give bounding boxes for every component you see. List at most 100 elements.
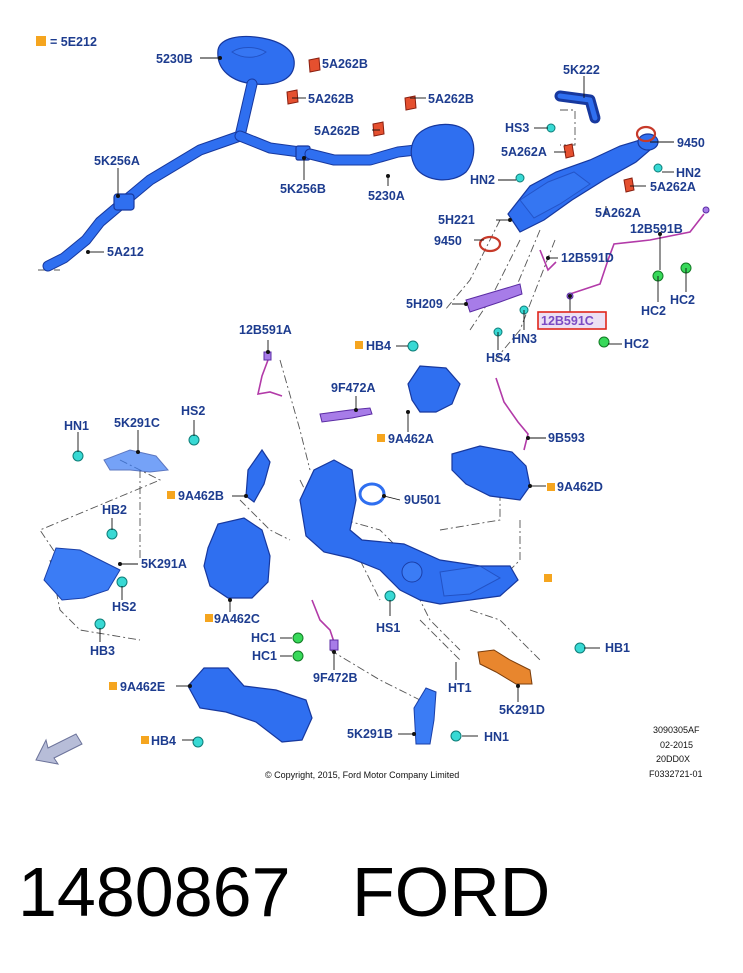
- gaskets-9450: [478, 125, 657, 253]
- hanger-5A262B-3: [404, 95, 417, 111]
- leader-dots: [86, 56, 662, 736]
- label-HT1: HT1: [448, 681, 472, 695]
- doc-figure: F0332721-01: [649, 769, 703, 779]
- sensor-9F472A: [319, 407, 373, 423]
- label-5H221: 5H221: [438, 213, 475, 227]
- leader-lines: [77, 57, 687, 741]
- heat-shield-9A462B: [245, 448, 271, 503]
- front-direction-arrow: [35, 733, 83, 765]
- label-12B591C: 12B591C: [541, 314, 594, 328]
- bracket-5K291A: [43, 547, 121, 601]
- label-9A462A: 9A462A: [388, 432, 434, 446]
- label-5H209: 5H209: [406, 297, 443, 311]
- heat-shield-9A462A: [407, 365, 461, 413]
- label-5K291C: 5K291C: [114, 416, 160, 430]
- ring-9U501: [358, 482, 386, 506]
- callout-labels: 5230B 5A262B 5A262B 5A262B 5A262B 5K222 …: [64, 52, 705, 748]
- bracket-5K291C: [103, 449, 169, 473]
- pipe-clamp-5K256A: [113, 193, 135, 211]
- label-HB4-2: HB4: [151, 734, 176, 748]
- label-5K291B: 5K291B: [347, 727, 393, 741]
- label-5K256B: 5K256B: [280, 182, 326, 196]
- heat-shield-9A462E: [187, 667, 313, 743]
- label-HN2-1: HN2: [676, 166, 701, 180]
- label-HC1-1: HC1: [251, 631, 276, 645]
- gasket-5K291D: [477, 649, 533, 685]
- brand-name: FORD: [352, 853, 551, 931]
- cyan-fasteners-mid: [72, 434, 586, 748]
- hanger-5A262B-1: [308, 57, 321, 73]
- document-info: 3090305AF 02-2015 20DD0X F0332721-01: [649, 725, 703, 779]
- label-5K291D: 5K291D: [499, 703, 545, 717]
- dpf-assembly-5H221: [507, 90, 659, 233]
- orange-markers: [109, 341, 555, 744]
- label-5A262A-3: 5A262A: [595, 206, 641, 220]
- label-HS2-1: HS2: [181, 404, 205, 418]
- label-HB3: HB3: [90, 644, 115, 658]
- label-HN3: HN3: [512, 332, 537, 346]
- copyright-text: © Copyright, 2015, Ford Motor Company Li…: [265, 770, 459, 780]
- sensor-9F472B: [311, 599, 339, 651]
- legend-text: = 5E212: [50, 35, 97, 49]
- label-HN1-2: HN1: [484, 730, 509, 744]
- label-5230A: 5230A: [368, 189, 405, 203]
- label-HS3: HS3: [505, 121, 529, 135]
- bracket-5K291B: [413, 687, 437, 745]
- label-5K291A: 5K291A: [141, 557, 187, 571]
- label-HB1: HB1: [605, 641, 630, 655]
- heat-shield-9A462C: [203, 517, 271, 599]
- doc-model: 20DD0X: [656, 754, 690, 764]
- label-9450-2: 9450: [434, 234, 462, 248]
- label-HS4: HS4: [486, 351, 510, 365]
- label-9F472A: 9F472A: [331, 381, 375, 395]
- label-HB2: HB2: [102, 503, 127, 517]
- label-5A262B-4: 5A262B: [314, 124, 360, 138]
- sensor-12B591A: [256, 351, 283, 397]
- label-5K222: 5K222: [563, 63, 600, 77]
- bolt-HB4-1: [407, 340, 419, 352]
- label-5A262B-3: 5A262B: [428, 92, 474, 106]
- part-number: 1480867: [18, 853, 291, 931]
- rear-pipe-5K256A: [42, 78, 311, 272]
- bracket-5H209: [465, 283, 523, 313]
- label-5K256A: 5K256A: [94, 154, 140, 168]
- label-5A262A-1: 5A262A: [501, 145, 547, 159]
- legend-swatch: [36, 36, 46, 46]
- hanger-5A262A-2: [623, 177, 635, 193]
- hanger-5A262B-2: [286, 89, 299, 105]
- cyan-fasteners-top: [493, 123, 663, 337]
- rubber-hangers: [286, 57, 635, 193]
- label-5A262B-2: 5A262B: [308, 92, 354, 106]
- label-9A462C: 9A462C: [214, 612, 260, 626]
- label-9A462B: 9A462B: [178, 489, 224, 503]
- label-5A262B-1: 5A262B: [322, 57, 368, 71]
- label-9F472B: 9F472B: [313, 671, 357, 685]
- label-9A462D: 9A462D: [557, 480, 603, 494]
- heat-shield-9A462D: [451, 445, 531, 501]
- label-HC2-2: HC2: [641, 304, 666, 318]
- exhaust-system-diagram: = 5E212: [35, 35, 710, 780]
- label-5A262A-2: 5A262A: [650, 180, 696, 194]
- sensor-9B593: [495, 377, 529, 451]
- label-9A462E: 9A462E: [120, 680, 165, 694]
- rear-muffler-5230B: [217, 35, 295, 85]
- center-muffler-5230A: [304, 123, 475, 181]
- label-5230B: 5230B: [156, 52, 193, 66]
- label-HB4-1: HB4: [366, 339, 391, 353]
- highlight-box-12B591C: [537, 311, 607, 330]
- label-HN2-2: HN2: [470, 173, 495, 187]
- catalyst-body: [299, 459, 519, 605]
- label-HN1-1: HN1: [64, 419, 89, 433]
- hanger-5A262A-1: [563, 143, 575, 159]
- label-HC2-3: HC2: [624, 337, 649, 351]
- doc-date: 02-2015: [660, 740, 693, 750]
- label-HS2-2: HS2: [112, 600, 136, 614]
- label-12B591A: 12B591A: [239, 323, 292, 337]
- green-clips-HC1: [292, 632, 304, 662]
- label-5A212: 5A212: [107, 245, 144, 259]
- label-12B591B: 12B591B: [630, 222, 683, 236]
- sensor-wires-12B591: [539, 206, 710, 300]
- label-12B591D: 12B591D: [561, 251, 614, 265]
- label-HC1-2: HC1: [252, 649, 277, 663]
- label-HC2-1: HC2: [670, 293, 695, 307]
